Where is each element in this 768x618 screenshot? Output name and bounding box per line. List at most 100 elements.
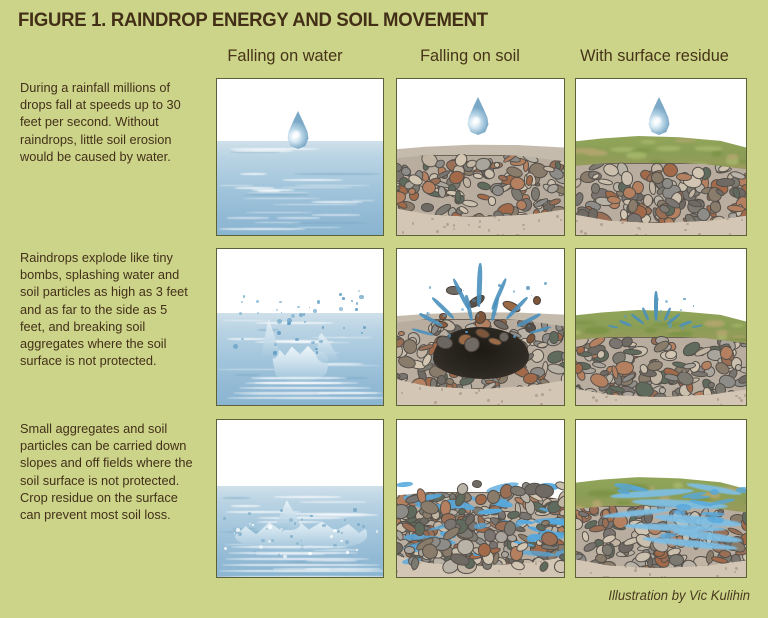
water-spray-droplet bbox=[461, 308, 464, 311]
residue-patch bbox=[576, 321, 596, 325]
residue-patch bbox=[693, 497, 713, 501]
water-spray-droplet bbox=[361, 524, 366, 528]
panel-raindrop-over-bare-soil bbox=[396, 78, 565, 236]
subsoil-fleck bbox=[735, 394, 738, 398]
soil-pebble bbox=[597, 177, 614, 186]
subsoil-fleck bbox=[478, 225, 481, 229]
subsoil-fleck bbox=[634, 566, 638, 569]
water-spray-droplet bbox=[252, 550, 255, 554]
ejected-soil-clod bbox=[532, 296, 541, 306]
impact-ripple bbox=[245, 382, 359, 384]
subsoil-fleck bbox=[612, 234, 615, 235]
water-spray-droplet bbox=[668, 324, 672, 328]
water-ripple bbox=[254, 321, 335, 324]
panel-soil-crater-explosion bbox=[396, 248, 565, 406]
water-ripple bbox=[254, 221, 301, 224]
subsoil-fleck bbox=[418, 561, 422, 565]
water-ripple bbox=[284, 512, 369, 515]
subsoil-fleck bbox=[716, 574, 719, 577]
water-spray-droplet bbox=[516, 306, 521, 310]
water-spray-droplet bbox=[330, 535, 334, 538]
residue-patch bbox=[704, 320, 726, 328]
water-spray-droplet bbox=[338, 306, 344, 312]
soil-pebble bbox=[540, 519, 550, 527]
water-spray-droplet bbox=[291, 313, 296, 318]
panel-residue-contained-splash bbox=[575, 248, 747, 406]
water-ripple bbox=[338, 377, 370, 380]
water-ripple bbox=[311, 514, 379, 517]
water-spray-droplet bbox=[300, 539, 302, 542]
panel-runoff-over-residue-surface bbox=[575, 419, 747, 578]
water-spray-droplet bbox=[476, 314, 480, 317]
spreading-ripple bbox=[231, 546, 347, 548]
subsoil-fleck bbox=[706, 219, 710, 223]
water-spray-droplet bbox=[363, 325, 367, 329]
water-spray-droplet bbox=[322, 524, 326, 528]
residue-patch bbox=[672, 481, 684, 489]
water-ripple bbox=[238, 394, 332, 396]
subsoil-fleck bbox=[535, 394, 538, 397]
subsoil-fleck bbox=[592, 396, 595, 399]
panel-raindrop-over-residue-soil bbox=[575, 78, 747, 236]
subsoil-fleck bbox=[534, 562, 538, 565]
water-spray-droplet bbox=[303, 321, 306, 324]
residue-patch bbox=[626, 151, 648, 160]
subsoil-fleck bbox=[686, 222, 689, 226]
water-ripple bbox=[219, 184, 255, 187]
water-ripple bbox=[230, 150, 283, 153]
soil-aggregate-band bbox=[576, 161, 746, 223]
subsoil-fleck bbox=[576, 219, 578, 223]
water-spray-droplet bbox=[267, 539, 272, 543]
water-spray-droplet bbox=[659, 310, 662, 313]
subsoil-fleck bbox=[477, 389, 481, 392]
water-ripple bbox=[287, 560, 362, 563]
residue-patch bbox=[737, 159, 746, 164]
water-spray-droplet bbox=[316, 300, 321, 304]
water-spray-droplet bbox=[462, 289, 465, 292]
water-ripple bbox=[221, 320, 270, 322]
subsoil-fleck bbox=[634, 569, 637, 572]
water-spray-droplet bbox=[242, 295, 246, 299]
water-spray-droplet bbox=[342, 297, 345, 300]
subsoil-fleck bbox=[522, 223, 525, 227]
impact-ripple bbox=[251, 377, 347, 379]
subsoil-fleck bbox=[580, 230, 583, 233]
water-spray-droplet bbox=[336, 529, 341, 534]
subsoil-fleck bbox=[501, 234, 505, 235]
column-header-with-surface-residue: With surface residue bbox=[580, 46, 729, 65]
subsoil-fleck bbox=[446, 223, 449, 226]
water-spray-droplet bbox=[308, 306, 311, 309]
water-spray-droplet bbox=[272, 351, 277, 356]
subsoil-fleck bbox=[410, 381, 413, 384]
subsoil-fleck bbox=[487, 399, 490, 402]
panel-raindrop-over-water bbox=[216, 78, 384, 236]
subsoil-fleck bbox=[719, 404, 723, 405]
subsoil-fleck bbox=[740, 399, 743, 402]
soil-pebble bbox=[471, 479, 483, 489]
water-ripple bbox=[276, 217, 320, 219]
subsoil-fleck bbox=[638, 227, 642, 231]
water-ripple bbox=[283, 365, 381, 367]
raindrop-icon bbox=[467, 97, 489, 135]
subsoil-fleck bbox=[397, 570, 399, 573]
water-ripple bbox=[229, 148, 319, 151]
water-ripple bbox=[281, 179, 344, 181]
water-ripple bbox=[273, 496, 342, 499]
subsoil-fleck bbox=[635, 233, 638, 235]
water-ripple bbox=[337, 336, 372, 339]
subsoil-fleck bbox=[475, 391, 478, 395]
illustration-credit: Illustration by Vic Kulihin bbox=[608, 588, 750, 603]
water-ripple bbox=[218, 228, 306, 231]
water-ripple bbox=[256, 553, 325, 555]
subsoil-fleck bbox=[431, 217, 434, 221]
water-spray-droplet bbox=[349, 553, 351, 555]
water-spray-droplet bbox=[495, 313, 497, 316]
water-spray-droplet bbox=[311, 340, 315, 345]
subsoil-fleck bbox=[400, 391, 404, 395]
water-ripple bbox=[239, 172, 267, 175]
water-ripple bbox=[229, 505, 261, 507]
water-ripple bbox=[303, 567, 382, 570]
water-spray-droplet bbox=[428, 286, 432, 289]
water-spray-droplet bbox=[424, 317, 426, 320]
water-spray-droplet bbox=[273, 343, 277, 347]
